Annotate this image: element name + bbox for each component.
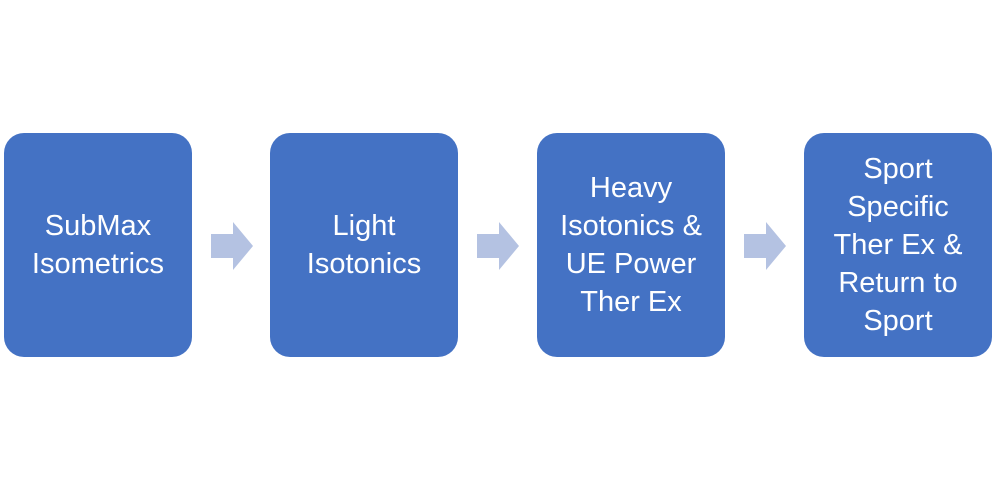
step-label: SubMax Isometrics — [31, 210, 165, 280]
step-heavy-isotonics: Heavy Isotonics & UE Power Ther Ex — [537, 133, 725, 357]
step-light-isotonics: Light Isotonics — [270, 133, 458, 357]
step-submax-isometrics: SubMax Isometrics — [4, 133, 192, 357]
right-arrow-icon — [477, 222, 519, 270]
step-sport-specific: Sport Specific Ther Ex & Return to Sport — [804, 133, 992, 357]
right-arrow-icon — [211, 222, 253, 270]
step-label: Light Isotonics — [306, 210, 422, 280]
step-label: Heavy Isotonics & UE Power Ther Ex — [560, 172, 702, 318]
right-arrow-icon — [744, 222, 786, 270]
step-label: Sport Specific Ther Ex & Return to Sport — [833, 153, 963, 337]
